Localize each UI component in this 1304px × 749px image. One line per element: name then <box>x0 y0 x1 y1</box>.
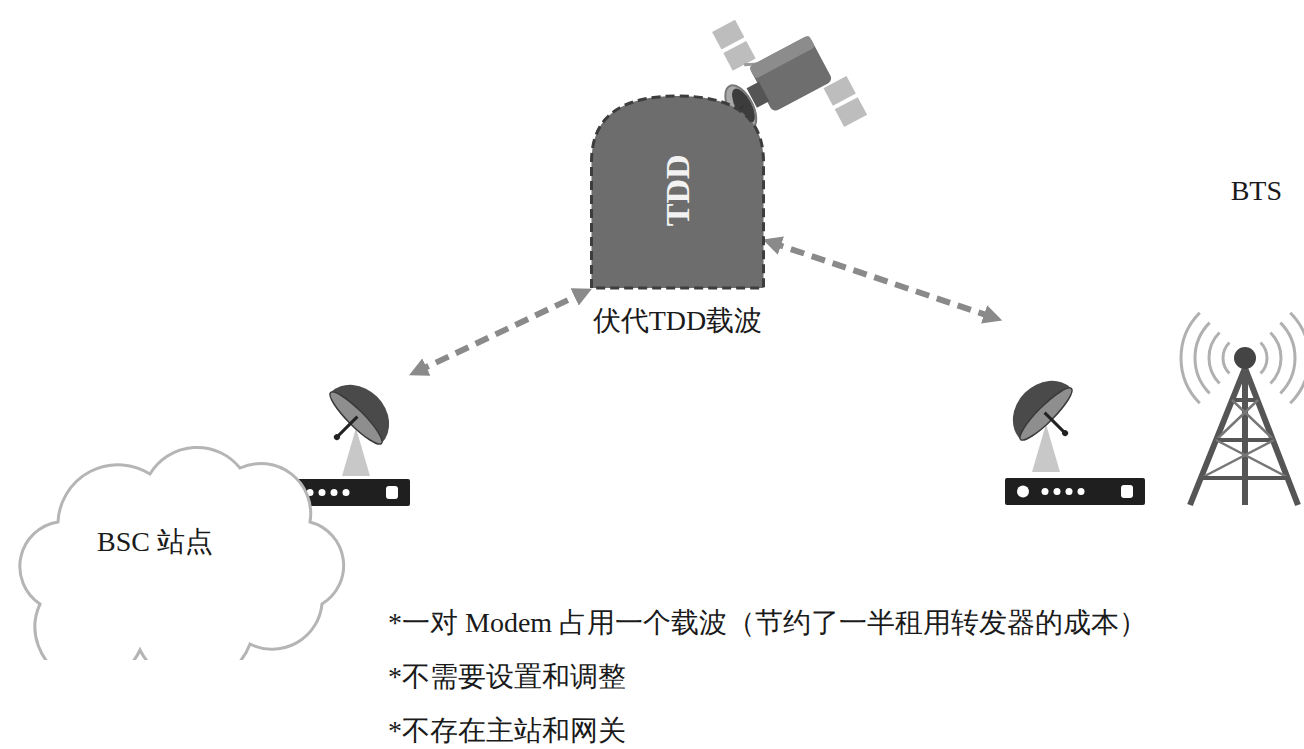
carrier-label: 伏代TDD载波 <box>593 304 763 338</box>
site-label: BTS <box>1231 174 1282 208</box>
site-label: BSC 站点 <box>97 525 213 559</box>
tdd-carrier-dome: TDD 伏代TDD载波 <box>585 92 770 362</box>
bsc-site-cloud: BSC 站点 <box>0 372 420 660</box>
feature-list: *一对 Modem 占用一个载波（节约了一半租用转发器的成本）*不需要设置和调整… <box>388 606 1147 749</box>
carrier-mode-text: TDD <box>657 154 698 226</box>
signal-arrow <box>770 242 995 318</box>
signal-arrow <box>416 292 585 372</box>
cloud-shape <box>0 372 420 660</box>
bullet-note: *不需要设置和调整 <box>388 660 1147 714</box>
bullet-note: *一对 Modem 占用一个载波（节约了一半租用转发器的成本） <box>388 606 1147 660</box>
modem <box>1005 478 1145 505</box>
bts-tower <box>1181 313 1304 505</box>
satellite-dish <box>309 371 402 476</box>
bullet-note: *不存在主站和网关 <box>388 714 1147 749</box>
satellite-dish <box>999 367 1092 472</box>
bts-site: BTS <box>995 168 1300 510</box>
